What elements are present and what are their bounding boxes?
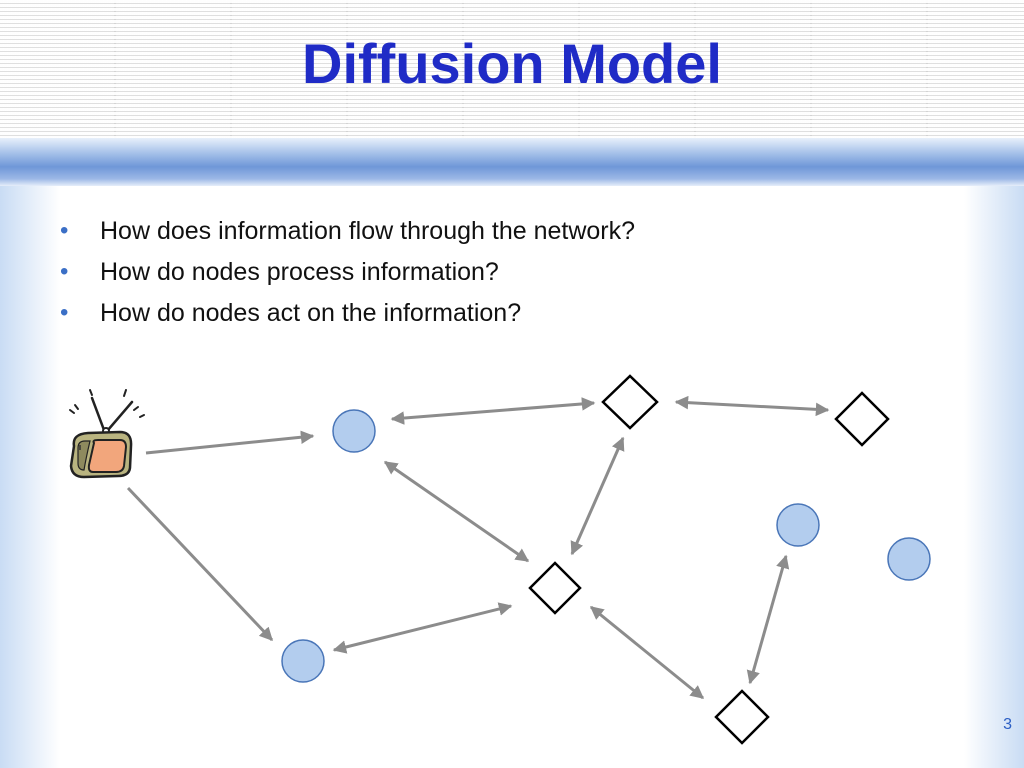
edge-tv-c1	[145, 430, 315, 455]
slide-title: Diffusion Model	[302, 32, 722, 95]
edge-d3-d4	[589, 605, 705, 700]
header-background	[0, 0, 1024, 138]
node-diamond	[528, 561, 582, 615]
edge-c2-d3	[332, 602, 513, 654]
node-diamond	[834, 391, 890, 447]
bullet-list: How does information flow through the ne…	[58, 214, 635, 337]
bullet-item: How do nodes act on the information?	[58, 296, 635, 337]
edge-d4-c3	[746, 554, 790, 685]
edge-d1-d2	[674, 395, 830, 417]
edge-c1-d3	[383, 460, 530, 563]
node-diamond	[601, 374, 659, 430]
node-circle	[332, 409, 376, 453]
node-circle	[887, 537, 931, 581]
bullet-item: How does information flow through the ne…	[58, 214, 635, 255]
bullet-item: How do nodes process information?	[58, 255, 635, 296]
tv-icon	[69, 389, 145, 479]
edge-d1-d3	[570, 436, 625, 556]
node-diamond	[714, 689, 770, 745]
edge-tv-c2	[126, 486, 274, 642]
page-number: 3	[1003, 716, 1012, 733]
node-circle	[776, 503, 820, 547]
header-band	[0, 138, 1024, 186]
node-circle	[281, 639, 325, 683]
edge-c1-d1	[390, 397, 596, 425]
